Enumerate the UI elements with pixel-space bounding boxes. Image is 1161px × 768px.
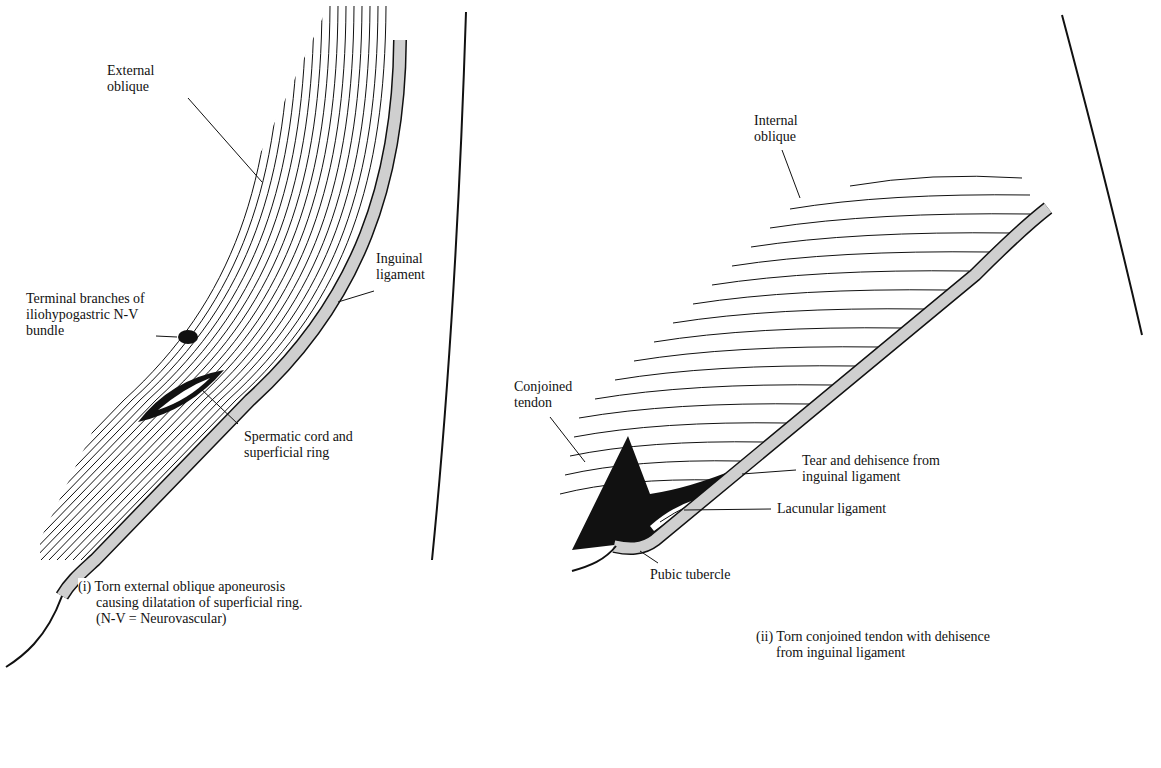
part-label: Lacunular ligament [775, 500, 888, 518]
muscle-fiber [654, 328, 901, 342]
leader-line [188, 98, 262, 182]
muscle-fiber [732, 252, 990, 266]
muscle-fiber [565, 461, 740, 475]
muscle-fiber [33, 6, 338, 560]
muscle-fiber [693, 290, 947, 304]
muscle-fiber [712, 271, 969, 285]
leader-line [742, 470, 796, 474]
superficial-ring [138, 370, 224, 422]
muscle-fiber [579, 404, 809, 418]
neurovascular-bundle [178, 330, 198, 344]
muscle-fiber [790, 195, 1030, 209]
part-label: Pubic tubercle [648, 566, 732, 584]
body-outline [1062, 15, 1142, 335]
muscle-fiber [9, 6, 314, 560]
spermatic-cord [158, 378, 210, 410]
muscle-fiber [57, 6, 362, 560]
pubic-outline [6, 596, 62, 667]
part-label: Internal oblique [752, 112, 812, 146]
leader-line [640, 551, 658, 563]
muscle-fiber [570, 442, 763, 456]
muscle-fiber [1, 6, 306, 560]
leader-lines [550, 150, 800, 563]
muscle-fiber [850, 176, 1022, 186]
pubic-outline [572, 546, 616, 571]
part-label: Conjoined tendon [512, 378, 582, 412]
body-outline [432, 12, 466, 560]
leader-line [338, 291, 374, 302]
leader-line [156, 336, 177, 337]
leader-line [550, 417, 585, 462]
leader-line [200, 388, 238, 424]
muscle-fiber [673, 309, 924, 323]
muscle-fiber [0, 6, 282, 560]
ligament-band [614, 208, 1048, 548]
muscle-fiber [615, 366, 855, 380]
muscle-fiber [0, 6, 298, 560]
figure-caption: (i) Torn external oblique aponeurosis ca… [78, 578, 323, 628]
part-label: Inguinal ligament [374, 250, 438, 284]
muscle-fiber [574, 423, 786, 437]
muscle-fiber [751, 233, 1011, 247]
figure-caption: (ii) Torn conjoined tendon with dehisenc… [756, 628, 1008, 662]
muscle-fiber [595, 385, 832, 399]
muscle-fiber [65, 6, 370, 560]
leader-lines [156, 98, 374, 424]
part-label: Spermatic cord and superficial ring [242, 428, 362, 462]
ligament-band-edge [614, 208, 1048, 548]
leader-line [684, 509, 771, 510]
muscle-fiber [41, 6, 346, 560]
muscle-fiber [73, 6, 378, 560]
muscle-fiber [0, 6, 290, 560]
part-label: External oblique [105, 62, 185, 96]
leader-line [782, 150, 800, 198]
part-label: Terminal branches of iliohypogastric N-V… [24, 290, 154, 340]
muscle-fiber [634, 347, 878, 361]
muscle-fiber [770, 214, 1030, 228]
external-oblique-fibers [0, 6, 386, 560]
muscle-fiber [49, 6, 354, 560]
part-label: Tear and dehisence from inguinal ligamen… [800, 452, 956, 486]
muscle-fiber [0, 6, 274, 560]
